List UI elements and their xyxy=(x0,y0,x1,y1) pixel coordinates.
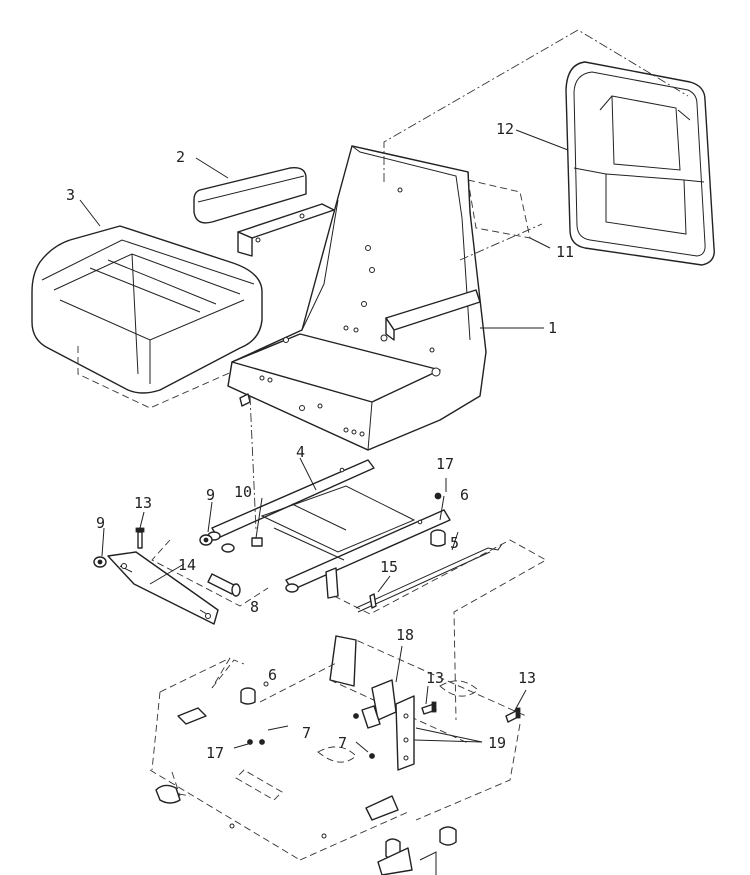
seat-back-cushion xyxy=(565,61,715,266)
callout-7-right: 7 xyxy=(338,734,347,752)
seat-cushion-guide-line xyxy=(77,346,287,409)
seat-cushion xyxy=(31,225,263,394)
callout-labels: 1 2 3 4 5 6 6 7 7 8 9 9 10 11 12 13 13 1… xyxy=(66,120,574,762)
rail-guide-line xyxy=(249,395,257,531)
slide-rail-assembly xyxy=(207,459,451,599)
latch-rod-guide-line xyxy=(333,539,547,721)
callout-15: 15 xyxy=(380,558,398,576)
armrest-pad xyxy=(193,167,307,224)
callout-6-upper: 6 xyxy=(460,486,469,504)
leader-lines xyxy=(79,129,569,753)
callout-18: 18 xyxy=(396,626,414,644)
callout-10: 10 xyxy=(234,483,252,501)
seat-base xyxy=(149,635,527,875)
callout-11: 11 xyxy=(556,243,574,261)
callout-12: 12 xyxy=(496,120,514,138)
callout-13-right: 13 xyxy=(518,669,536,687)
pins xyxy=(93,534,213,568)
nuts xyxy=(259,713,375,759)
callout-1: 1 xyxy=(548,319,557,337)
screws xyxy=(135,527,521,723)
bolt xyxy=(207,573,241,597)
back-plate-guide-line xyxy=(459,223,543,261)
callout-8: 8 xyxy=(250,598,259,616)
callout-9-right: 9 xyxy=(206,486,215,504)
callout-7-left: 7 xyxy=(302,724,311,742)
callout-3: 3 xyxy=(66,186,75,204)
back-cushion-guide-line xyxy=(383,29,689,182)
callout-5: 5 xyxy=(450,534,459,552)
callout-4: 4 xyxy=(296,443,305,461)
stop-block xyxy=(251,537,263,547)
callout-9-left: 9 xyxy=(96,514,105,532)
armrest-bracket xyxy=(237,203,335,257)
callout-17-lower: 17 xyxy=(206,744,224,762)
back-mounting-plate xyxy=(467,179,531,239)
bracket-guide-line xyxy=(151,539,269,607)
callout-13-left: 13 xyxy=(134,494,152,512)
callout-13-middle: 13 xyxy=(426,669,444,687)
callout-14: 14 xyxy=(178,556,196,574)
callout-19: 19 xyxy=(488,734,506,752)
callout-17-upper: 17 xyxy=(436,455,454,473)
bracket xyxy=(107,551,219,625)
shock-mount-upper xyxy=(430,492,446,547)
shock-mount-lower xyxy=(240,687,256,745)
callout-2: 2 xyxy=(176,148,185,166)
latch-plate xyxy=(361,679,397,729)
latch-rod xyxy=(355,543,503,613)
latch-bracket xyxy=(395,695,415,771)
seat-frame xyxy=(227,145,487,451)
callout-6-lower: 6 xyxy=(268,666,277,684)
